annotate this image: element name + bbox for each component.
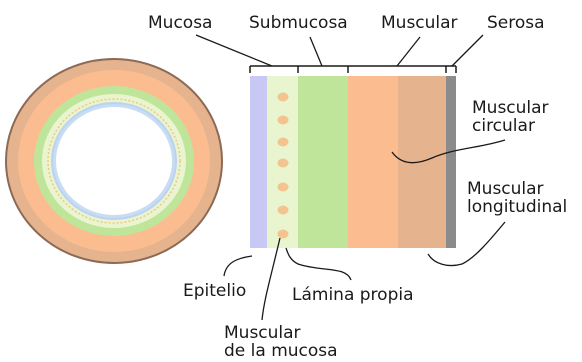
- label-submucosa: Submucosa: [249, 13, 348, 33]
- leader-serosa: [452, 35, 483, 66]
- dot: [278, 159, 289, 168]
- ring-lumen: [56, 107, 172, 215]
- leader-mucosa: [196, 35, 272, 66]
- leader-muscular: [397, 37, 420, 66]
- label-muscular-longitudinal-line2: longitudinal: [467, 197, 567, 217]
- layer-submucosa: [298, 76, 348, 248]
- label-muscular-longitudinal-line1: Muscular: [467, 179, 544, 199]
- label-serosa: Serosa: [487, 13, 545, 33]
- leader-lamina-propia: [286, 248, 351, 280]
- label-lamina-propia: Lámina propia: [292, 285, 414, 305]
- leader-epitelio: [224, 256, 252, 276]
- label-epitelio: Epitelio: [183, 281, 246, 301]
- top-bracket: [250, 66, 456, 73]
- label-mucosa: Mucosa: [148, 13, 212, 33]
- dot: [278, 206, 289, 215]
- label-muscular-circular-line1: Muscular: [472, 98, 549, 118]
- dot: [278, 230, 289, 239]
- cross-section-ring: [6, 59, 222, 263]
- label-muscular-longitudinal: Muscular longitudinal: [467, 179, 567, 217]
- dot: [278, 93, 289, 102]
- label-muscular-mucosa-line2: de la mucosa: [224, 341, 338, 361]
- layer-block: [250, 76, 456, 248]
- leader-muscular-mucosa: [262, 238, 280, 320]
- layer-epitelio: [250, 76, 267, 248]
- layer-serosa: [446, 76, 456, 248]
- label-muscular: Muscular: [381, 13, 458, 33]
- label-muscular-mucosa-line1: Muscular: [224, 323, 301, 343]
- label-muscular-mucosa: Muscular de la mucosa: [224, 323, 338, 361]
- dot: [278, 138, 289, 147]
- label-muscular-circular: Muscular circular: [472, 98, 554, 136]
- dot: [278, 183, 289, 192]
- leader-submucosa: [310, 37, 322, 66]
- layer-muscular-circular: [348, 76, 398, 248]
- dot: [278, 116, 289, 125]
- label-muscular-circular-line2: circular: [472, 116, 535, 136]
